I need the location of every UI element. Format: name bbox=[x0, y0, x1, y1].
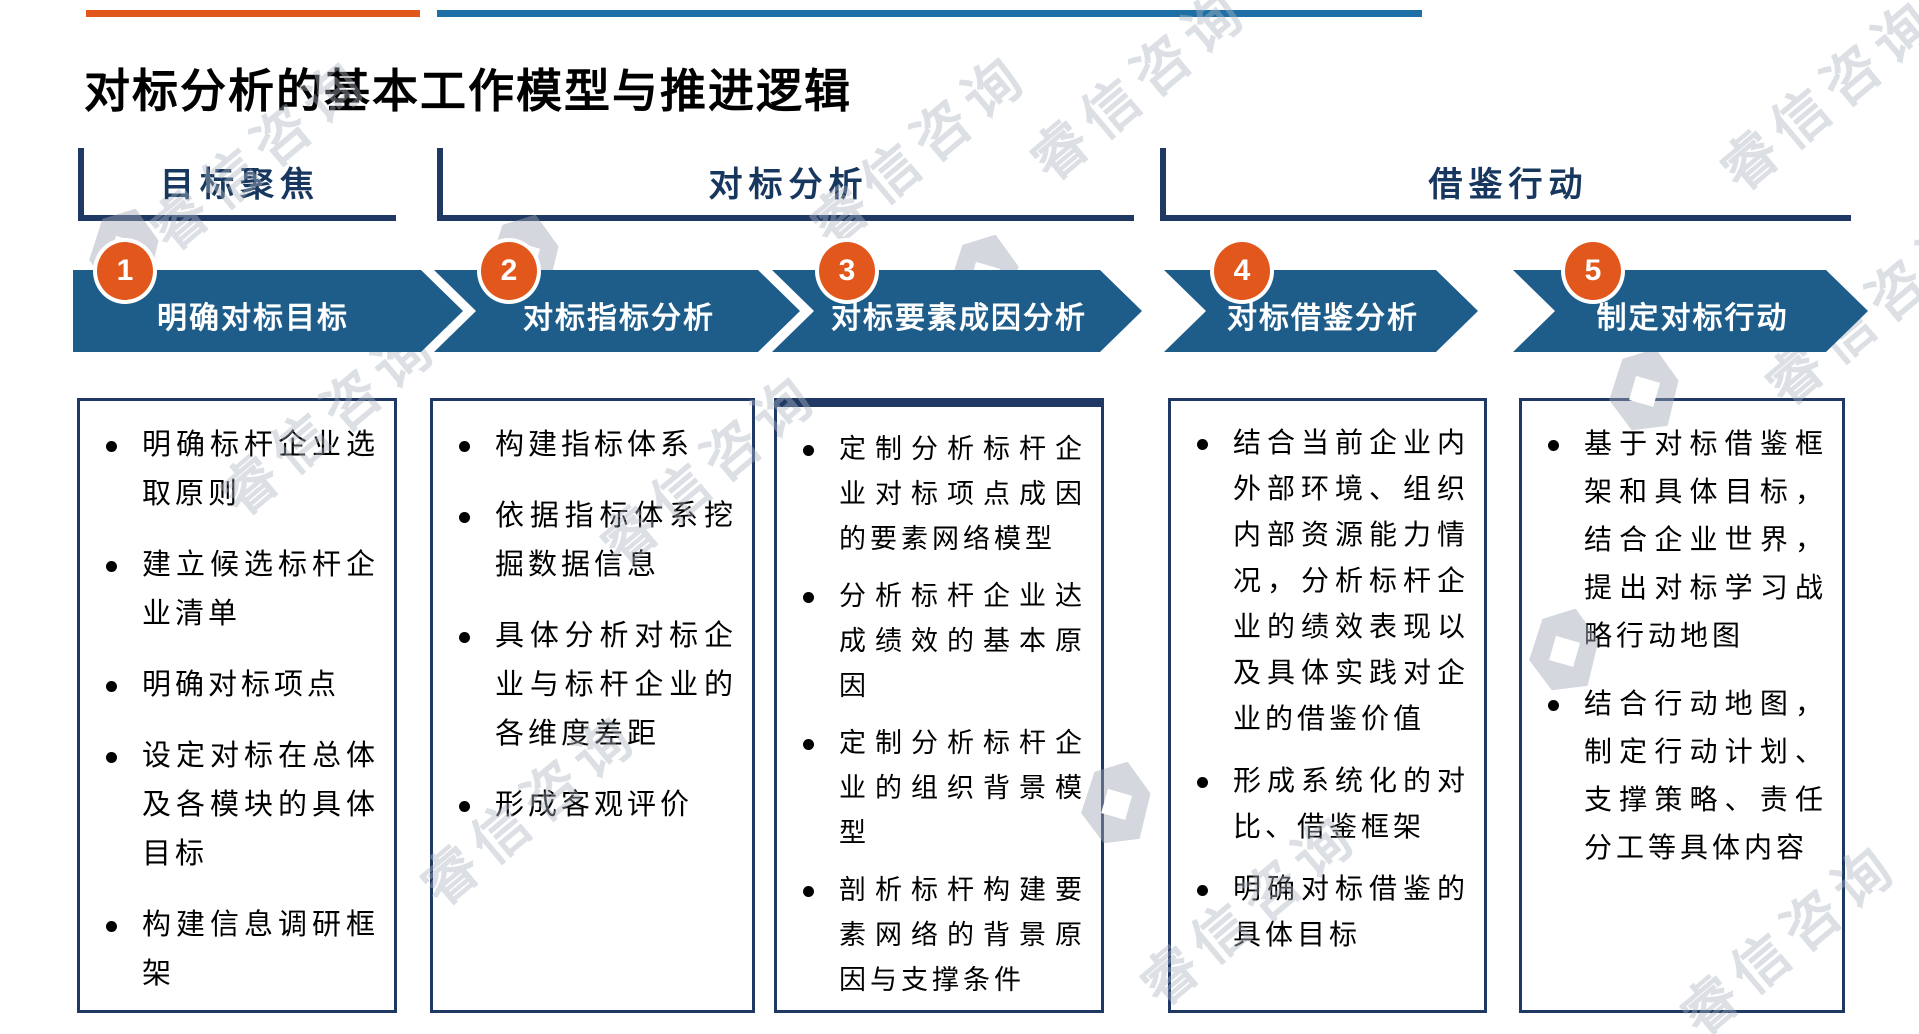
step-arrow-1: 明确对标目标 bbox=[73, 270, 463, 352]
phase-bracket-goal-focus: 目标聚焦 bbox=[78, 148, 396, 221]
step-arrow-label: 对标借鉴分析 bbox=[1227, 302, 1419, 335]
bullet-item: 基于对标借鉴框架和具体目标，结合企业世界，提出对标学习战略行动地图 bbox=[1534, 421, 1827, 661]
bullet-item: 明确标杆企业选取原则 bbox=[92, 421, 379, 519]
step-detail-box-3: 定制分析标杆企业对标项点成因的要素网络模型 分析标杆企业达成绩效的基本原因 定制… bbox=[774, 398, 1104, 1013]
bullet-item: 定制分析标杆企业对标项点成因的要素网络模型 bbox=[789, 427, 1086, 562]
bullet-item: 结合当前企业内外部环境、组织内部资源能力情况，分析标杆企业的绩效表现以及具体实践… bbox=[1183, 421, 1469, 743]
bullet-item: 设定对标在总体及各模块的具体目标 bbox=[92, 732, 379, 879]
step-arrow-label: 制定对标行动 bbox=[1596, 302, 1789, 335]
bullet-item: 形成系统化的对比、借鉴框架 bbox=[1183, 759, 1469, 851]
step-number: 5 bbox=[1584, 254, 1602, 287]
phase-bracket-learning-action: 借鉴行动 bbox=[1160, 148, 1851, 221]
step-number-badge-1: 1 bbox=[93, 238, 157, 304]
phase-label: 借鉴行动 bbox=[1428, 167, 1589, 204]
bullet-item: 构建信息调研框架 bbox=[92, 901, 379, 999]
bullet-list: 构建指标体系 依据指标体系挖掘数据信息 具体分析对标企业与标杆企业的各维度差距 … bbox=[433, 401, 752, 830]
step-detail-box-1: 明确标杆企业选取原则 建立候选标杆企业清单 明确对标项点 设定对标在总体及各模块… bbox=[77, 398, 397, 1013]
step-number: 2 bbox=[500, 254, 518, 287]
bullet-list: 明确标杆企业选取原则 建立候选标杆企业清单 明确对标项点 设定对标在总体及各模块… bbox=[80, 401, 394, 999]
bullet-item: 剖析标杆构建要素网络的背景原因与支撑条件 bbox=[789, 868, 1086, 1003]
top-rule-blue bbox=[437, 10, 1422, 17]
bullet-item: 明确对标借鉴的具体目标 bbox=[1183, 867, 1469, 959]
bullet-item: 依据指标体系挖掘数据信息 bbox=[445, 492, 737, 590]
step-number-badge-4: 4 bbox=[1210, 238, 1274, 304]
step-arrow-label: 明确对标目标 bbox=[157, 302, 349, 335]
step-number: 1 bbox=[116, 254, 134, 287]
bullet-item: 明确对标项点 bbox=[92, 661, 379, 710]
bullet-item: 具体分析对标企业与标杆企业的各维度差距 bbox=[445, 612, 737, 759]
bullet-list: 定制分析标杆企业对标项点成因的要素网络模型 分析标杆企业达成绩效的基本原因 定制… bbox=[777, 407, 1101, 1003]
bullet-list: 基于对标借鉴框架和具体目标，结合企业世界，提出对标学习战略行动地图 结合行动地图… bbox=[1522, 401, 1842, 873]
step-arrow-label: 对标指标分析 bbox=[523, 302, 715, 335]
step-number-badge-2: 2 bbox=[477, 238, 541, 304]
bullet-item: 分析标杆企业达成绩效的基本原因 bbox=[789, 574, 1086, 709]
phase-label: 对标分析 bbox=[708, 167, 869, 204]
top-rule-orange bbox=[86, 10, 420, 17]
bullet-item: 构建指标体系 bbox=[445, 421, 737, 470]
step-number-badge-5: 5 bbox=[1561, 238, 1625, 304]
step-number-badge-3: 3 bbox=[815, 238, 879, 304]
step-detail-box-4: 结合当前企业内外部环境、组织内部资源能力情况，分析标杆企业的绩效表现以及具体实践… bbox=[1168, 398, 1487, 1013]
bullet-item: 形成客观评价 bbox=[445, 781, 737, 830]
step-number: 4 bbox=[1233, 254, 1251, 287]
bullet-item: 结合行动地图，制定行动计划、支撑策略、责任分工等具体内容 bbox=[1534, 681, 1827, 873]
step-detail-box-5: 基于对标借鉴框架和具体目标，结合企业世界，提出对标学习战略行动地图 结合行动地图… bbox=[1519, 398, 1845, 1013]
phase-label: 目标聚焦 bbox=[160, 167, 320, 204]
bullet-item: 建立候选标杆企业清单 bbox=[92, 541, 379, 639]
step-arrow-label: 对标要素成因分析 bbox=[831, 302, 1087, 335]
step-detail-box-2: 构建指标体系 依据指标体系挖掘数据信息 具体分析对标企业与标杆企业的各维度差距 … bbox=[430, 398, 755, 1013]
step-number: 3 bbox=[838, 254, 856, 287]
phase-bracket-benchmark-analysis: 对标分析 bbox=[437, 148, 1134, 221]
bullet-item: 定制分析标杆企业的组织背景模型 bbox=[789, 721, 1086, 856]
page-title: 对标分析的基本工作模型与推进逻辑 bbox=[84, 65, 852, 117]
bullet-list: 结合当前企业内外部环境、组织内部资源能力情况，分析标杆企业的绩效表现以及具体实践… bbox=[1171, 401, 1484, 959]
